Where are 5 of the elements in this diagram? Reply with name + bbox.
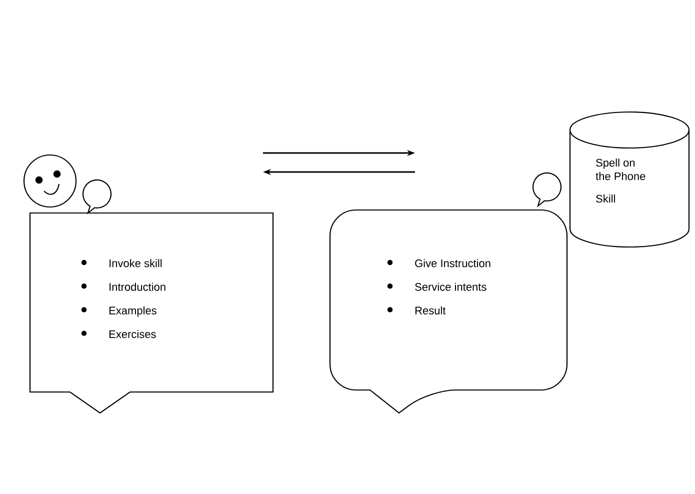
- speech-bubble: Invoke skill Introduction Examples Exercises: [29, 212, 274, 414]
- cylinder: Spell on the Phone Skill: [569, 111, 690, 248]
- node-label: Spell on the Phone: [596, 158, 646, 180]
- node-label: Skill: [596, 194, 615, 203]
- speech-bubble: Give Instruction Service intents Result: [329, 209, 568, 414]
